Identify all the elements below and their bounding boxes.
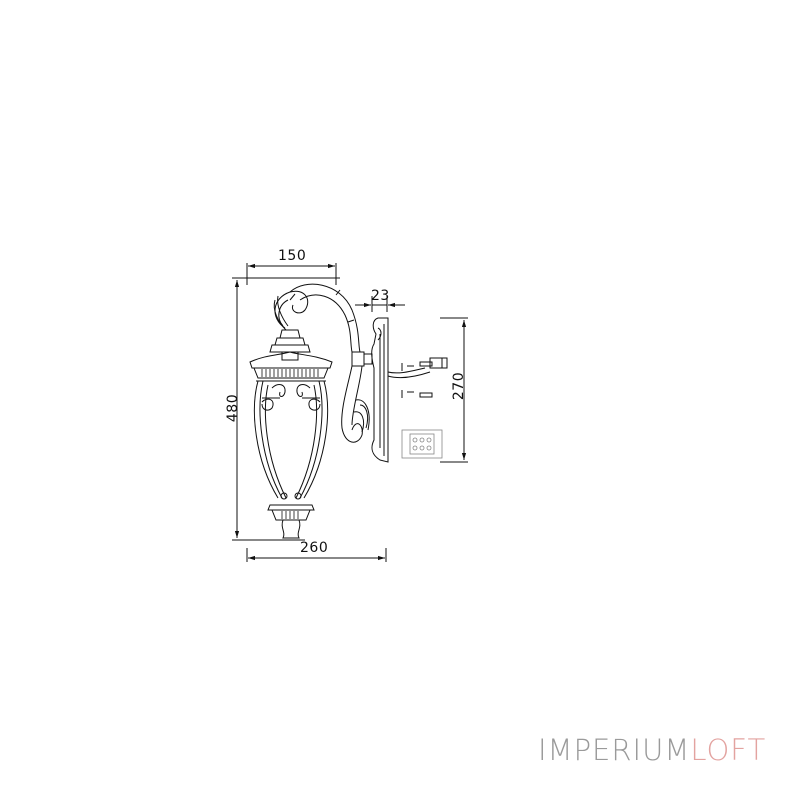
brand-logo: IMPERIUMLOFT — [538, 733, 766, 767]
dim-150-label: 150 — [278, 248, 307, 264]
dim-270-line — [440, 317, 468, 463]
wall-plate — [371, 317, 389, 463]
dim-260-line — [246, 548, 387, 562]
dim-150-line — [246, 263, 337, 285]
dim-270-label: 270 — [451, 371, 468, 401]
mounting-hardware — [387, 357, 448, 398]
bracket-arm — [289, 283, 373, 443]
brand-part-loft: LOFT — [690, 733, 767, 767]
terminal-block — [401, 429, 443, 459]
lantern-cap — [249, 351, 333, 382]
brand-part-imperium: IMPERIUM — [538, 733, 691, 767]
lantern-body — [254, 380, 328, 499]
dim-260-label: 260 — [300, 540, 329, 556]
dim-23-line — [355, 296, 405, 312]
dim-23-label: 23 — [371, 288, 390, 304]
finial-scroll — [269, 290, 311, 353]
dim-480-label: 480 — [225, 393, 242, 423]
lantern-base — [267, 492, 315, 539]
dim-480-line — [232, 277, 340, 541]
